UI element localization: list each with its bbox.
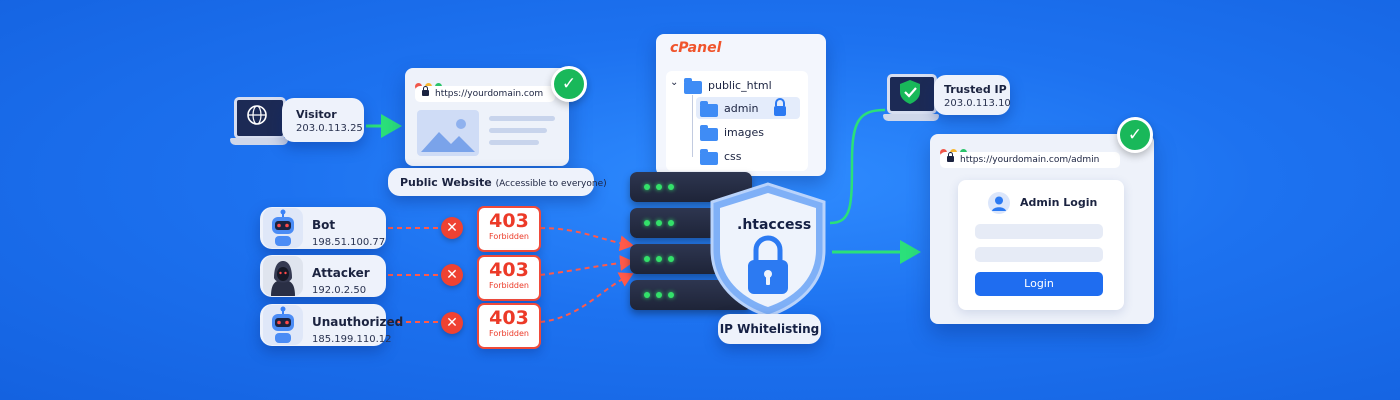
text-line (489, 140, 539, 145)
error-text: Forbidden (489, 232, 529, 241)
public-caption-note: (Accessible to everyone) (495, 179, 607, 189)
username-field[interactable] (975, 224, 1103, 239)
folder-admin: admin (724, 102, 759, 115)
admin-window: https://yourdomain.com/admin Admin Login… (930, 134, 1154, 324)
attacker-to-server-line (539, 255, 634, 276)
x-icon: ✕ (441, 217, 463, 239)
folder-public-html[interactable]: public_html (708, 79, 772, 92)
user-icon (988, 192, 1010, 214)
error-text: Forbidden (489, 281, 529, 290)
ip-whitelisting-caption: IP Whitelisting (718, 314, 821, 344)
trusted-name: Trusted IP (944, 83, 1007, 96)
folder-css[interactable]: css (724, 150, 742, 163)
login-panel: Admin Login Login (958, 180, 1124, 310)
attacker-403-badge: 403 Forbidden (477, 255, 541, 301)
tree-guide (692, 95, 693, 157)
public-website-caption: Public Website (Accessible to everyone) (388, 168, 607, 196)
unauthorized-403-badge: 403 Forbidden (477, 303, 541, 349)
unauthorized-label: Unauthorized (312, 315, 404, 329)
public-url-text: https://yourdomain.com (435, 89, 544, 99)
unauthorized-card: Unauthorized 185.199.110.12 (260, 304, 403, 346)
folder-icon (700, 101, 718, 117)
folder-icon (700, 125, 718, 141)
lock-icon (947, 152, 954, 162)
bot-ip: 198.51.100.77 (312, 237, 386, 248)
folder-icon (700, 149, 718, 165)
lock-icon (774, 98, 786, 116)
error-text: Forbidden (489, 329, 529, 338)
trusted-laptop-icon (887, 74, 937, 114)
public-url-bar[interactable]: https://yourdomain.com (415, 86, 555, 102)
error-code: 403 (489, 210, 529, 232)
admin-url-bar[interactable]: https://yourdomain.com/admin (940, 152, 1120, 168)
attacker-card: Attacker 192.0.2.50 (260, 255, 386, 297)
visitor-laptop-base (230, 138, 288, 145)
folder-images[interactable]: images (724, 126, 764, 139)
bot-403-badge: 403 Forbidden (477, 206, 541, 252)
x-icon: ✕ (441, 312, 463, 334)
robot-icon (263, 305, 303, 345)
robot-icon (263, 208, 303, 248)
server-icon (630, 172, 756, 322)
x-icon: ✕ (441, 264, 463, 286)
visitor-name: Visitor (296, 108, 337, 121)
visitor-ip: 203.0.113.25 (296, 123, 363, 134)
bot-to-server-line (539, 227, 634, 252)
trusted-ip: 203.0.113.10 (944, 98, 1011, 109)
unauth-to-server-line (539, 272, 634, 323)
file-tree: ⌄ public_html admin images css (666, 71, 808, 171)
image-icon (417, 110, 479, 156)
cpanel-logo: cPanel (670, 40, 722, 56)
public-caption-main: Public Website (400, 176, 492, 189)
error-code: 403 (489, 307, 529, 329)
trusted-label: Trusted IP 203.0.113.10 (934, 75, 1011, 115)
shield-label: .htaccess (737, 217, 812, 233)
public-check-icon: ✓ (551, 66, 587, 102)
chevron-down-icon: ⌄ (670, 77, 679, 88)
folder-icon (684, 78, 702, 94)
bot-label: Bot (312, 218, 336, 232)
lock-icon (422, 86, 429, 96)
shield-icon (710, 182, 826, 318)
error-code: 403 (489, 259, 529, 281)
admin-url-text: https://yourdomain.com/admin (960, 155, 1100, 165)
admin-login-title: Admin Login (1020, 196, 1098, 209)
admin-check-icon: ✓ (1117, 117, 1153, 153)
attacker-ip: 192.0.2.50 (312, 285, 367, 296)
login-button[interactable]: Login (975, 272, 1103, 296)
trusted-laptop-base (883, 114, 939, 121)
text-line (489, 128, 547, 133)
hacker-icon (263, 256, 303, 296)
attacker-label: Attacker (312, 266, 370, 280)
globe-icon (247, 105, 267, 125)
trusted-path-line (829, 108, 886, 225)
shield-check-icon (900, 80, 920, 104)
bot-card: Bot 198.51.100.77 (260, 207, 386, 249)
text-line (489, 116, 555, 121)
visitor-laptop-icon (234, 97, 286, 139)
password-field[interactable] (975, 247, 1103, 262)
public-website-window: https://yourdomain.com (405, 68, 569, 166)
unauthorized-ip: 185.199.110.12 (312, 334, 392, 345)
cpanel-window: cPanel ⌄ public_html admin images css (656, 34, 826, 176)
visitor-label: Visitor 203.0.113.25 (282, 98, 364, 142)
